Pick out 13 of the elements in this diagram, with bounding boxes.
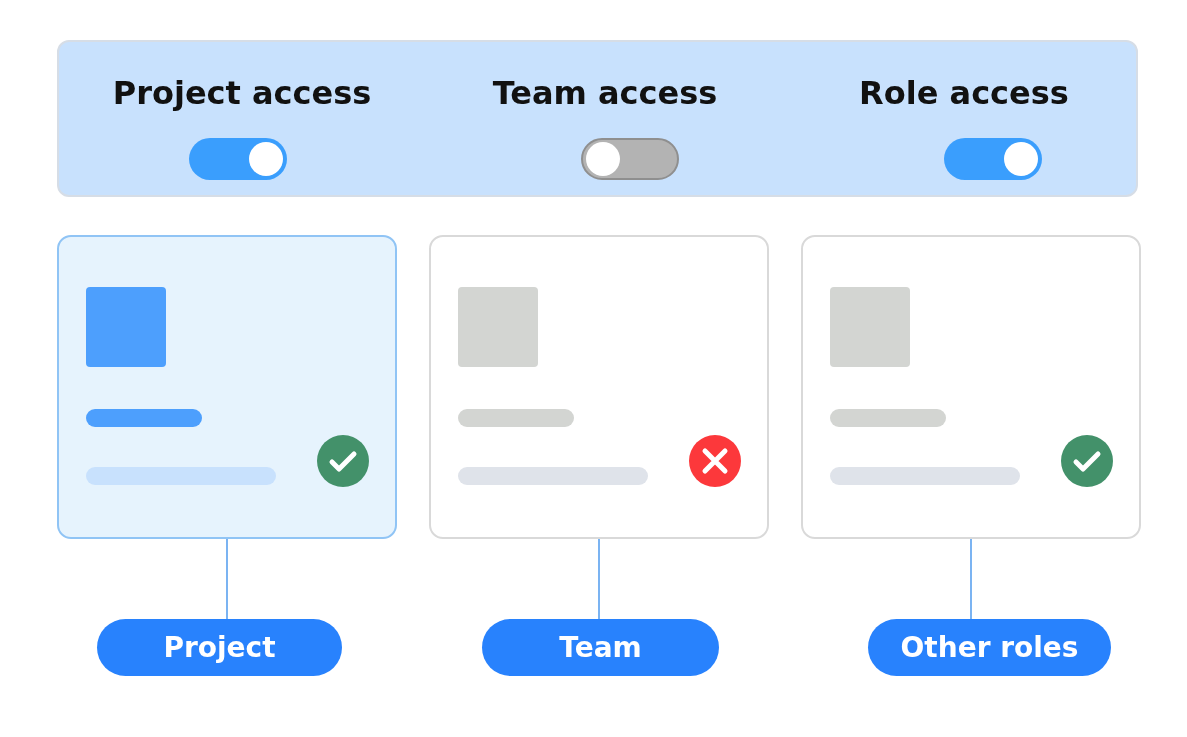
connector-line bbox=[970, 538, 972, 620]
role-badge: Project bbox=[97, 619, 342, 676]
role-badge: Team bbox=[482, 619, 719, 676]
connector-line bbox=[598, 538, 600, 620]
toggle-label: Team access bbox=[492, 74, 718, 112]
card bbox=[57, 235, 397, 539]
connector-line bbox=[226, 538, 228, 620]
toggle-label: Role access bbox=[859, 74, 1069, 112]
role-badge: Other roles bbox=[868, 619, 1111, 676]
toggle-label: Project access bbox=[112, 74, 372, 112]
toggle-panel bbox=[57, 40, 1138, 197]
card bbox=[429, 235, 769, 539]
card bbox=[801, 235, 1141, 539]
